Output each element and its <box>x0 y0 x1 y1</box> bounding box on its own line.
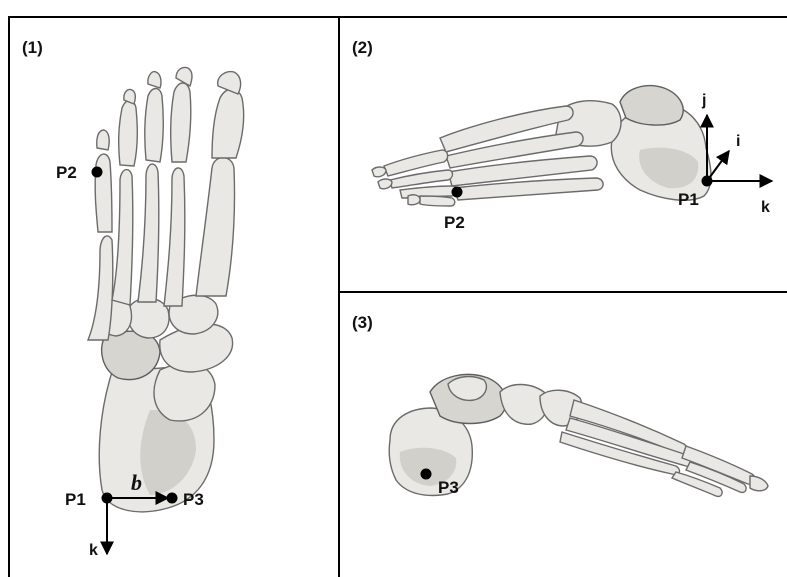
foot-dorsal-illustration <box>88 67 244 511</box>
axis-k-label-panel-1: k <box>89 542 98 559</box>
axis-k-label-panel-2: k <box>761 199 770 216</box>
panel-3-label: (3) <box>352 313 373 332</box>
p3-marker-panel-3 <box>421 469 432 480</box>
vector-b-label: b <box>131 470 142 495</box>
p3-label-panel-3: P3 <box>438 478 459 497</box>
panel-3: (3) P3 <box>352 313 768 497</box>
p3-label-panel-1: P3 <box>183 490 204 509</box>
panel-1-label: (1) <box>22 38 43 57</box>
panel-2: (2) P2 P1 j <box>352 38 772 232</box>
p2-label-panel-2: P2 <box>444 213 465 232</box>
p3-marker-panel-1 <box>167 493 178 504</box>
p2-marker-panel-1 <box>92 167 103 178</box>
p1-label-panel-1: P1 <box>65 490 86 509</box>
p2-marker-panel-2 <box>452 187 463 198</box>
foot-lateral-illustration-panel-2 <box>372 86 711 206</box>
axis-j-label: j <box>701 92 706 109</box>
panel-1: (1) <box>22 38 244 559</box>
p1-label-panel-2: P1 <box>678 190 699 209</box>
axis-i-label: i <box>736 133 740 150</box>
p2-label-panel-1: P2 <box>56 163 77 182</box>
panel-2-label: (2) <box>352 38 373 57</box>
